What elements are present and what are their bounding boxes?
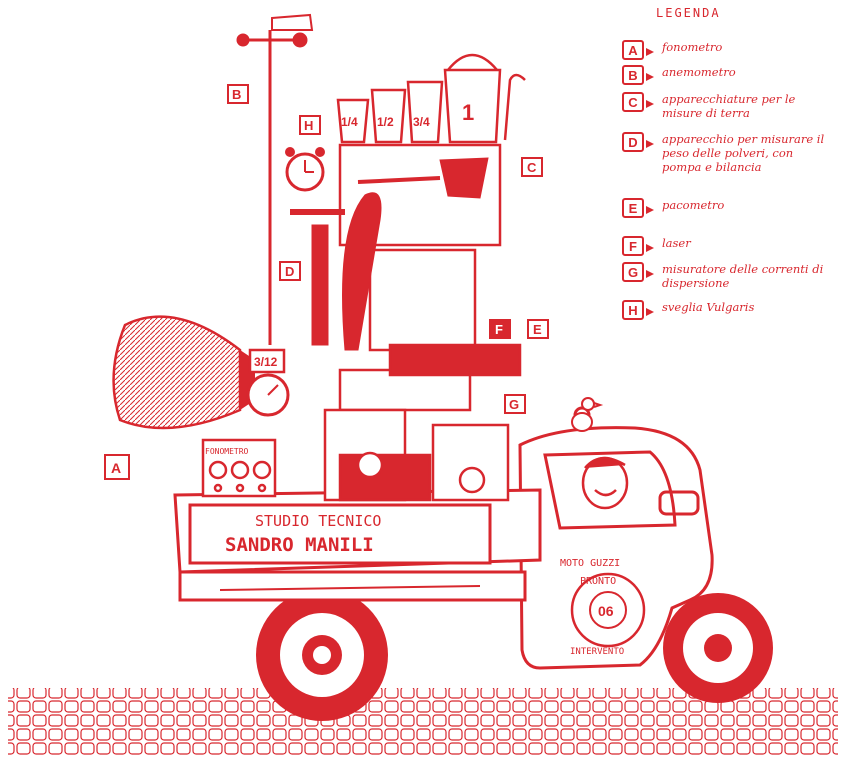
svg-text:G: G bbox=[509, 397, 519, 412]
bucket-1-label: 1/4 bbox=[341, 115, 358, 129]
label-e: E bbox=[527, 319, 549, 339]
bucket-2-label: 1/2 bbox=[377, 115, 394, 129]
sign-line-1: STUDIO TECNICO bbox=[255, 512, 381, 530]
legend-key-f: F bbox=[622, 236, 654, 256]
alarm-clock-icon bbox=[285, 147, 325, 192]
emblem-top-text: PRONTO bbox=[580, 576, 616, 587]
cargo-bed bbox=[173, 488, 542, 602]
svg-text:D: D bbox=[285, 264, 294, 279]
gauge-dial bbox=[246, 373, 290, 417]
legend-key-g: G bbox=[622, 262, 654, 282]
legend-item-g: G misuratore delle correnti di dispersio… bbox=[622, 262, 832, 290]
fonometro-label: FONOMETRO bbox=[205, 447, 249, 456]
legend-item-h: H sveglia Vulgaris bbox=[622, 300, 832, 320]
fonometro-device bbox=[201, 438, 277, 498]
legend-title: LEGENDA bbox=[656, 6, 721, 20]
legend-key-a: A bbox=[622, 40, 654, 60]
legend-key-c: C bbox=[622, 92, 654, 112]
legend-text-a: fonometro bbox=[662, 40, 723, 54]
legend-key-h: H bbox=[622, 300, 654, 320]
legend-text-g: misuratore delle correnti di dispersione bbox=[662, 262, 824, 290]
svg-text:F: F bbox=[495, 322, 503, 337]
label-c: C bbox=[521, 157, 543, 177]
label-g: G bbox=[504, 394, 526, 414]
legend-item-f: F laser bbox=[622, 236, 832, 256]
svg-text:H: H bbox=[304, 118, 313, 133]
label-d: D bbox=[279, 261, 301, 281]
legend-text-d: apparecchio per misurare il peso delle p… bbox=[662, 132, 825, 174]
front-wheel bbox=[663, 593, 773, 703]
shovel bbox=[357, 157, 489, 199]
driver bbox=[581, 456, 629, 510]
legend-key-e: E bbox=[622, 198, 654, 218]
fraction-box bbox=[248, 348, 286, 374]
emblem-bottom-text: INTERVENTO bbox=[570, 647, 624, 657]
bird-icon bbox=[571, 397, 604, 432]
svg-text:06: 06 bbox=[598, 603, 614, 619]
legend-item-d: D apparecchio per misurare il peso delle… bbox=[622, 132, 832, 174]
legend-text-f: laser bbox=[662, 236, 691, 250]
svg-text:C: C bbox=[527, 160, 537, 175]
legend-item-c: C apparecchiature per le misure di terra bbox=[622, 92, 832, 120]
legend-text-h: sveglia Vulgaris bbox=[662, 300, 755, 314]
legend-text-b: anemometro bbox=[662, 65, 736, 79]
legend-key-d: D bbox=[622, 132, 654, 152]
legend-item-b: B anemometro bbox=[622, 65, 832, 85]
fraction-label: 3/12 bbox=[254, 355, 278, 369]
brand-text: MOTO GUZZI bbox=[560, 558, 620, 569]
bucket-3-label: 3/4 bbox=[413, 115, 430, 129]
legend-key-b: B bbox=[622, 65, 654, 85]
bucket-row bbox=[336, 53, 526, 144]
legend-item-a: A fonometro bbox=[622, 40, 832, 60]
legend-text-c: apparecchiature per le misure di terra bbox=[662, 92, 796, 120]
label-h: H bbox=[299, 115, 321, 135]
label-a: A bbox=[104, 454, 130, 480]
legend-text-e: pacometro bbox=[662, 198, 725, 212]
sign-line-2: SANDRO MANILI bbox=[225, 534, 374, 556]
anemometer-mast bbox=[236, 13, 314, 345]
svg-text:E: E bbox=[533, 322, 542, 337]
horn-trumpet bbox=[112, 315, 255, 430]
svg-text:B: B bbox=[232, 87, 241, 102]
bucket-4-label: 1 bbox=[462, 100, 474, 125]
label-b: B bbox=[227, 84, 249, 104]
rear-wheel bbox=[256, 589, 388, 721]
svg-text:A: A bbox=[111, 460, 121, 476]
pronto-intervento-emblem: 06 bbox=[570, 572, 646, 648]
dust-pump bbox=[290, 192, 382, 351]
legend-item-e: E pacometro bbox=[622, 198, 832, 218]
label-f: F bbox=[489, 319, 511, 339]
